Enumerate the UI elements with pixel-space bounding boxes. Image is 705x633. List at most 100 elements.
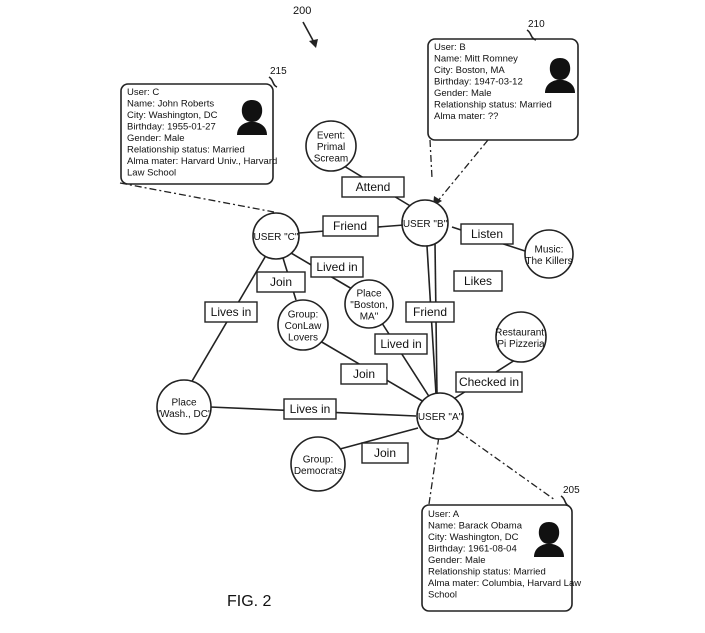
profile-card-line: Gender: Male bbox=[434, 88, 492, 99]
profile-card-line: Name: Mitt Romney bbox=[434, 54, 518, 65]
rel-attend: Attend bbox=[341, 176, 405, 198]
node-label-line: USER "A" bbox=[418, 412, 463, 423]
node-label-line: Primal bbox=[317, 142, 345, 153]
ref-205-leader bbox=[560, 495, 570, 507]
rel-join-a-democrats: Join bbox=[361, 442, 409, 464]
profile-card-line: User: A bbox=[428, 509, 460, 520]
svg-text:Lived in: Lived in bbox=[316, 260, 357, 274]
connector-card-a bbox=[428, 435, 440, 505]
rel-lives-in-c-wash: Lives in bbox=[204, 301, 258, 323]
svg-text:Listen: Listen bbox=[471, 227, 503, 241]
connector-card-c bbox=[119, 182, 275, 213]
rel-friend-b-a: Friend bbox=[405, 301, 455, 323]
svg-text:Friend: Friend bbox=[333, 219, 367, 233]
profile-card-line: Birthday: 1955-01-27 bbox=[127, 122, 216, 133]
node-restaurant-pi-pizzeria: Restaurant:Pi Pizzeria bbox=[495, 311, 547, 363]
connector-card-a-right bbox=[457, 430, 556, 501]
profile-card-line: Gender: Male bbox=[127, 133, 185, 144]
node-label-line: Group: bbox=[303, 454, 334, 465]
rel-lives-in-a-wash: Lives in bbox=[283, 398, 337, 420]
node-place-boston: Place"Boston,MA" bbox=[344, 279, 394, 329]
svg-text:Checked in: Checked in bbox=[459, 375, 519, 389]
node-label-line: Music: bbox=[535, 244, 564, 255]
profile-card-line: City: Washington, DC bbox=[127, 110, 218, 121]
profile-card-line: Name: John Roberts bbox=[127, 99, 214, 110]
node-label-line: Group: bbox=[288, 310, 319, 321]
node-label-line: Pi Pizzeria bbox=[497, 339, 545, 350]
node-label-line: Lovers bbox=[288, 333, 318, 344]
svg-text:Attend: Attend bbox=[356, 180, 391, 194]
node-label-line: The Killers bbox=[525, 256, 572, 267]
svg-text:Join: Join bbox=[353, 367, 375, 381]
ref-215: 215 bbox=[270, 66, 287, 77]
profile-card-line: Relationship status: Married bbox=[434, 100, 552, 111]
edge-democrats-a bbox=[339, 427, 419, 450]
node-label-line: Event: bbox=[317, 131, 345, 142]
avatar-silhouette-icon bbox=[545, 58, 575, 93]
profile-card-line: City: Washington, DC bbox=[428, 532, 519, 543]
svg-text:Friend: Friend bbox=[413, 305, 447, 319]
rel-lived-in-a-boston: Lived in bbox=[374, 333, 428, 355]
svg-text:Likes: Likes bbox=[464, 274, 492, 288]
rel-friend-c-b: Friend bbox=[322, 215, 379, 237]
profile-card-line: Law School bbox=[127, 168, 176, 179]
figure-caption: FIG. 2 bbox=[227, 593, 272, 610]
avatar-silhouette-icon bbox=[237, 100, 267, 135]
rel-likes: Likes bbox=[453, 270, 503, 292]
profile-card-line: Alma mater: Columbia, Harvard Law bbox=[428, 578, 581, 589]
profile-card-line: Birthday: 1947-03-12 bbox=[434, 77, 523, 88]
profile-card-line: Relationship status: Married bbox=[428, 567, 546, 578]
profile-card-line: School bbox=[428, 590, 457, 601]
rel-lived-in-c-boston: Lived in bbox=[310, 256, 364, 278]
profile-card-line: Alma mater: Harvard Univ., Harvard bbox=[127, 156, 277, 167]
rel-join-c-conlaw: Join bbox=[256, 271, 306, 293]
rel-join-a-conlaw: Join bbox=[340, 363, 388, 385]
edge-boston-a bbox=[379, 319, 431, 399]
svg-text:Join: Join bbox=[374, 446, 396, 460]
node-user-b: USER "B" bbox=[401, 199, 449, 247]
node-music-the-killers: Music:The Killers bbox=[524, 229, 574, 279]
node-label-line: USER "B" bbox=[403, 219, 448, 230]
figure-ref-200: 200 bbox=[293, 5, 311, 17]
rel-listen: Listen bbox=[460, 223, 514, 245]
node-place-wash-dc: Place"Wash., DC" bbox=[156, 379, 212, 435]
ref-210: 210 bbox=[528, 19, 545, 30]
profile-card-line: City: Boston, MA bbox=[434, 65, 505, 76]
profile-card-line: Relationship status: Married bbox=[127, 145, 245, 156]
ref-215-leader bbox=[268, 76, 278, 88]
profile-card-line: Gender: Male bbox=[428, 555, 486, 566]
profile-card-line: Birthday: 1961-08-04 bbox=[428, 544, 517, 555]
node-group-democrats: Group:Democrats bbox=[290, 436, 346, 492]
svg-text:Lives in: Lives in bbox=[290, 402, 331, 416]
avatar-silhouette-icon bbox=[534, 522, 564, 557]
node-user-c: USER "C" bbox=[252, 212, 300, 260]
rel-checked-in: Checked in bbox=[455, 371, 523, 393]
ref-205: 205 bbox=[563, 485, 580, 496]
node-label-line: Place bbox=[356, 289, 381, 300]
connector-card-b bbox=[429, 139, 433, 179]
node-label-line: Democrats bbox=[294, 466, 342, 477]
node-label-line: Place bbox=[171, 397, 196, 408]
profile-card-line: User: B bbox=[434, 42, 466, 53]
ref-210-leader bbox=[526, 29, 537, 41]
profile-card-line: Name: Barack Obama bbox=[428, 521, 523, 532]
node-label-line: USER "C" bbox=[254, 232, 299, 243]
svg-text:Lived in: Lived in bbox=[380, 337, 421, 351]
svg-text:Lives in: Lives in bbox=[211, 305, 252, 319]
node-label-line: "Wash., DC" bbox=[156, 409, 212, 420]
node-label-line: ConLaw bbox=[285, 321, 322, 332]
profile-card-line: User: C bbox=[127, 87, 159, 98]
figure-ref-arrow bbox=[302, 21, 318, 48]
node-label-line: MA" bbox=[360, 312, 379, 323]
node-label-line: Scream bbox=[314, 154, 348, 165]
node-user-a: USER "A" bbox=[416, 392, 464, 440]
node-label-line: Restaurant: bbox=[495, 327, 547, 338]
connector-card-b-arrow bbox=[436, 139, 489, 203]
profile-card-line: Alma mater: ?? bbox=[434, 111, 498, 122]
